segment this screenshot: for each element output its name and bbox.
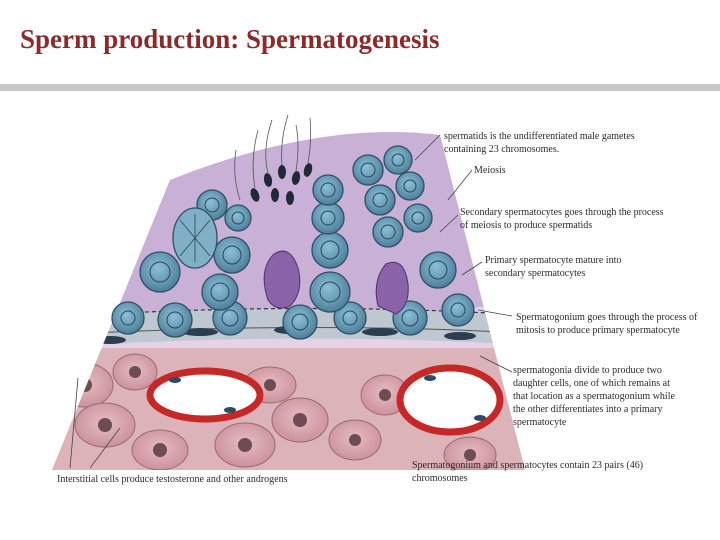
annotation-spermatogonium-mitosis: Spermatogonium goes through the process …	[516, 312, 698, 336]
annotation-chromosomes: Spermatogonium and spermatocytes contain…	[412, 460, 644, 484]
germ-cells	[111, 145, 475, 340]
annotation-secondary-spermatocytes: Secondary spermatocytes goes through the…	[460, 207, 664, 231]
annotation-interstitial-cells: Interstitial cells produce testosterone …	[57, 474, 288, 485]
sertoli-cell	[375, 261, 409, 315]
annotation-meiosis: Meiosis	[474, 165, 506, 176]
leader-lines	[69, 134, 513, 469]
spermatids	[250, 163, 313, 205]
annotation-primary-spermatocyte: Primary spermatocyte mature into seconda…	[485, 255, 622, 279]
sertoli-cell	[263, 250, 301, 309]
title-divider	[0, 84, 720, 91]
annotation-spermatids: spermatids is the undifferentiated male …	[444, 131, 635, 155]
blood-vessels	[146, 364, 504, 436]
slide-title: Sperm production: Spermatogenesis	[20, 24, 440, 54]
annotation-spermatogonia-divide: spermatogonia divide to produce two daug…	[513, 365, 675, 428]
